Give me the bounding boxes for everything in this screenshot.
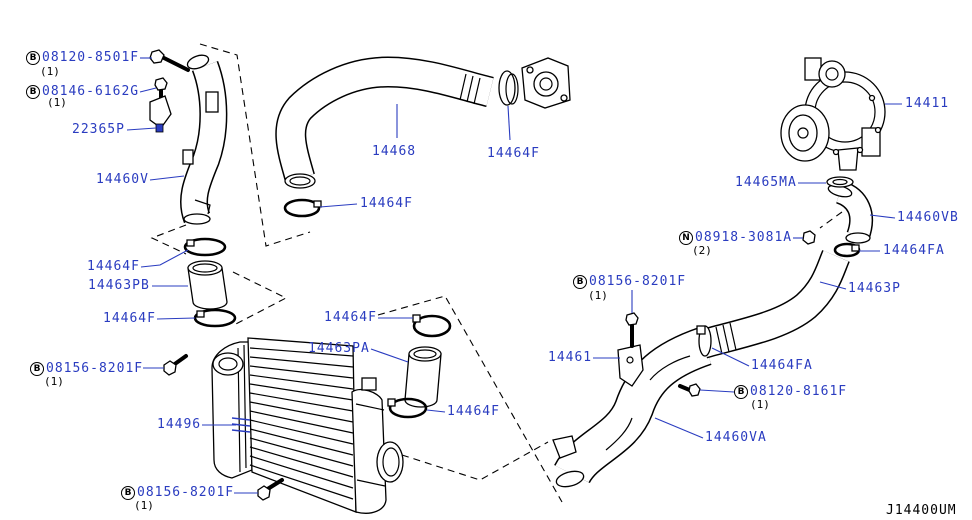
- part-label-14464f[interactable]: 14464F: [487, 146, 540, 161]
- leader-lines: [126, 57, 902, 494]
- part-label-14463p[interactable]: 14463P: [848, 281, 901, 296]
- hose-14468: [275, 56, 494, 189]
- fastener-prefix-b: B: [121, 486, 135, 500]
- fastener-label-08156-8201f[interactable]: 08156-8201F: [589, 274, 687, 289]
- fastener-label-08120-8501f[interactable]: 08120-8501F: [42, 50, 140, 65]
- guide-lines: [150, 43, 843, 503]
- part-label-14464f[interactable]: 14464F: [360, 196, 413, 211]
- clamp-14464f-a: [283, 198, 322, 218]
- part-label-14464f[interactable]: 14464F: [103, 311, 156, 326]
- fastener-qty: (1): [588, 289, 608, 302]
- part-label-14461[interactable]: 14461: [548, 350, 593, 365]
- fastener-prefix-n: N: [679, 231, 693, 245]
- fastener-qty: (2): [692, 244, 712, 257]
- clamp-14464f-b: [498, 70, 519, 106]
- intercooler-14496: [211, 337, 404, 514]
- fastener-qty: (1): [750, 398, 770, 411]
- gasket-14465ma: [826, 176, 854, 188]
- joint-housing: [521, 57, 571, 109]
- fastener-prefix-b: B: [573, 275, 587, 289]
- sensor-22365p: [149, 95, 172, 133]
- fastener-label-08120-8161f[interactable]: 08120-8161F: [750, 384, 848, 399]
- part-label-14460va[interactable]: 14460VA: [705, 430, 767, 445]
- fastener-qty: (1): [134, 499, 154, 512]
- elbow-14460vb: [827, 180, 874, 244]
- fastener-prefix-b: B: [26, 51, 40, 65]
- fastener-qty: (1): [44, 375, 64, 388]
- bolt-08156-8201f-left: [163, 354, 188, 376]
- bolt-08156-8201f-bottom: [257, 478, 284, 501]
- turbocharger-14411: [780, 57, 886, 171]
- part-label-14496[interactable]: 14496: [157, 417, 202, 432]
- clamp-14464f-f: [387, 397, 428, 419]
- fastener-label-08918-3081a[interactable]: 08918-3081A: [695, 230, 793, 245]
- pipe-14460va: [552, 327, 712, 488]
- bolt-08156-8201f-right: [625, 312, 639, 348]
- nut-08918-3081a: [802, 230, 816, 245]
- part-label-14468[interactable]: 14468: [372, 144, 417, 159]
- fastener-qty: (1): [47, 96, 67, 109]
- part-label-14411[interactable]: 14411: [905, 96, 950, 111]
- diagram-code: J14400UM: [886, 503, 957, 518]
- fastener-label-08156-8201f[interactable]: 08156-8201F: [137, 485, 235, 500]
- fastener-label-08156-8201f[interactable]: 08156-8201F: [46, 361, 144, 376]
- part-label-22365p[interactable]: 22365P: [72, 122, 125, 137]
- pipe-14460v: [180, 54, 228, 225]
- bolt-08120-8161f: [678, 383, 701, 397]
- clamp-14464fa-b: [833, 242, 861, 258]
- bracket-14461: [617, 344, 644, 387]
- part-label-14465ma[interactable]: 14465MA: [735, 175, 797, 190]
- fastener-prefix-b: B: [26, 85, 40, 99]
- fastener-prefix-b: B: [734, 385, 748, 399]
- bolt-08120-8501f: [149, 49, 190, 72]
- clamp-14464f-c: [183, 237, 227, 257]
- part-label-14463pa[interactable]: 14463PA: [308, 341, 370, 356]
- hose-14463pa: [404, 346, 442, 408]
- part-label-14464fa[interactable]: 14464FA: [883, 243, 945, 258]
- hose-14463p: [698, 250, 850, 359]
- fastener-prefix-b: B: [30, 362, 44, 376]
- part-label-14464fa[interactable]: 14464FA: [751, 358, 813, 373]
- clamp-14464f-d: [193, 308, 237, 328]
- part-label-14463pb[interactable]: 14463PB: [88, 278, 150, 293]
- part-label-14464f[interactable]: 14464F: [447, 404, 500, 419]
- part-label-14464f[interactable]: 14464F: [324, 310, 377, 325]
- fastener-label-08146-6162g[interactable]: 08146-6162G: [42, 84, 140, 99]
- clamp-14464fa-a: [696, 325, 712, 357]
- part-label-14460v[interactable]: 14460V: [96, 172, 149, 187]
- part-label-14464f[interactable]: 14464F: [87, 259, 140, 274]
- fastener-qty: (1): [40, 65, 60, 78]
- hose-14463pb: [187, 260, 228, 310]
- part-label-14460vb[interactable]: 14460VB: [897, 210, 959, 225]
- clamp-14464f-e: [412, 314, 452, 338]
